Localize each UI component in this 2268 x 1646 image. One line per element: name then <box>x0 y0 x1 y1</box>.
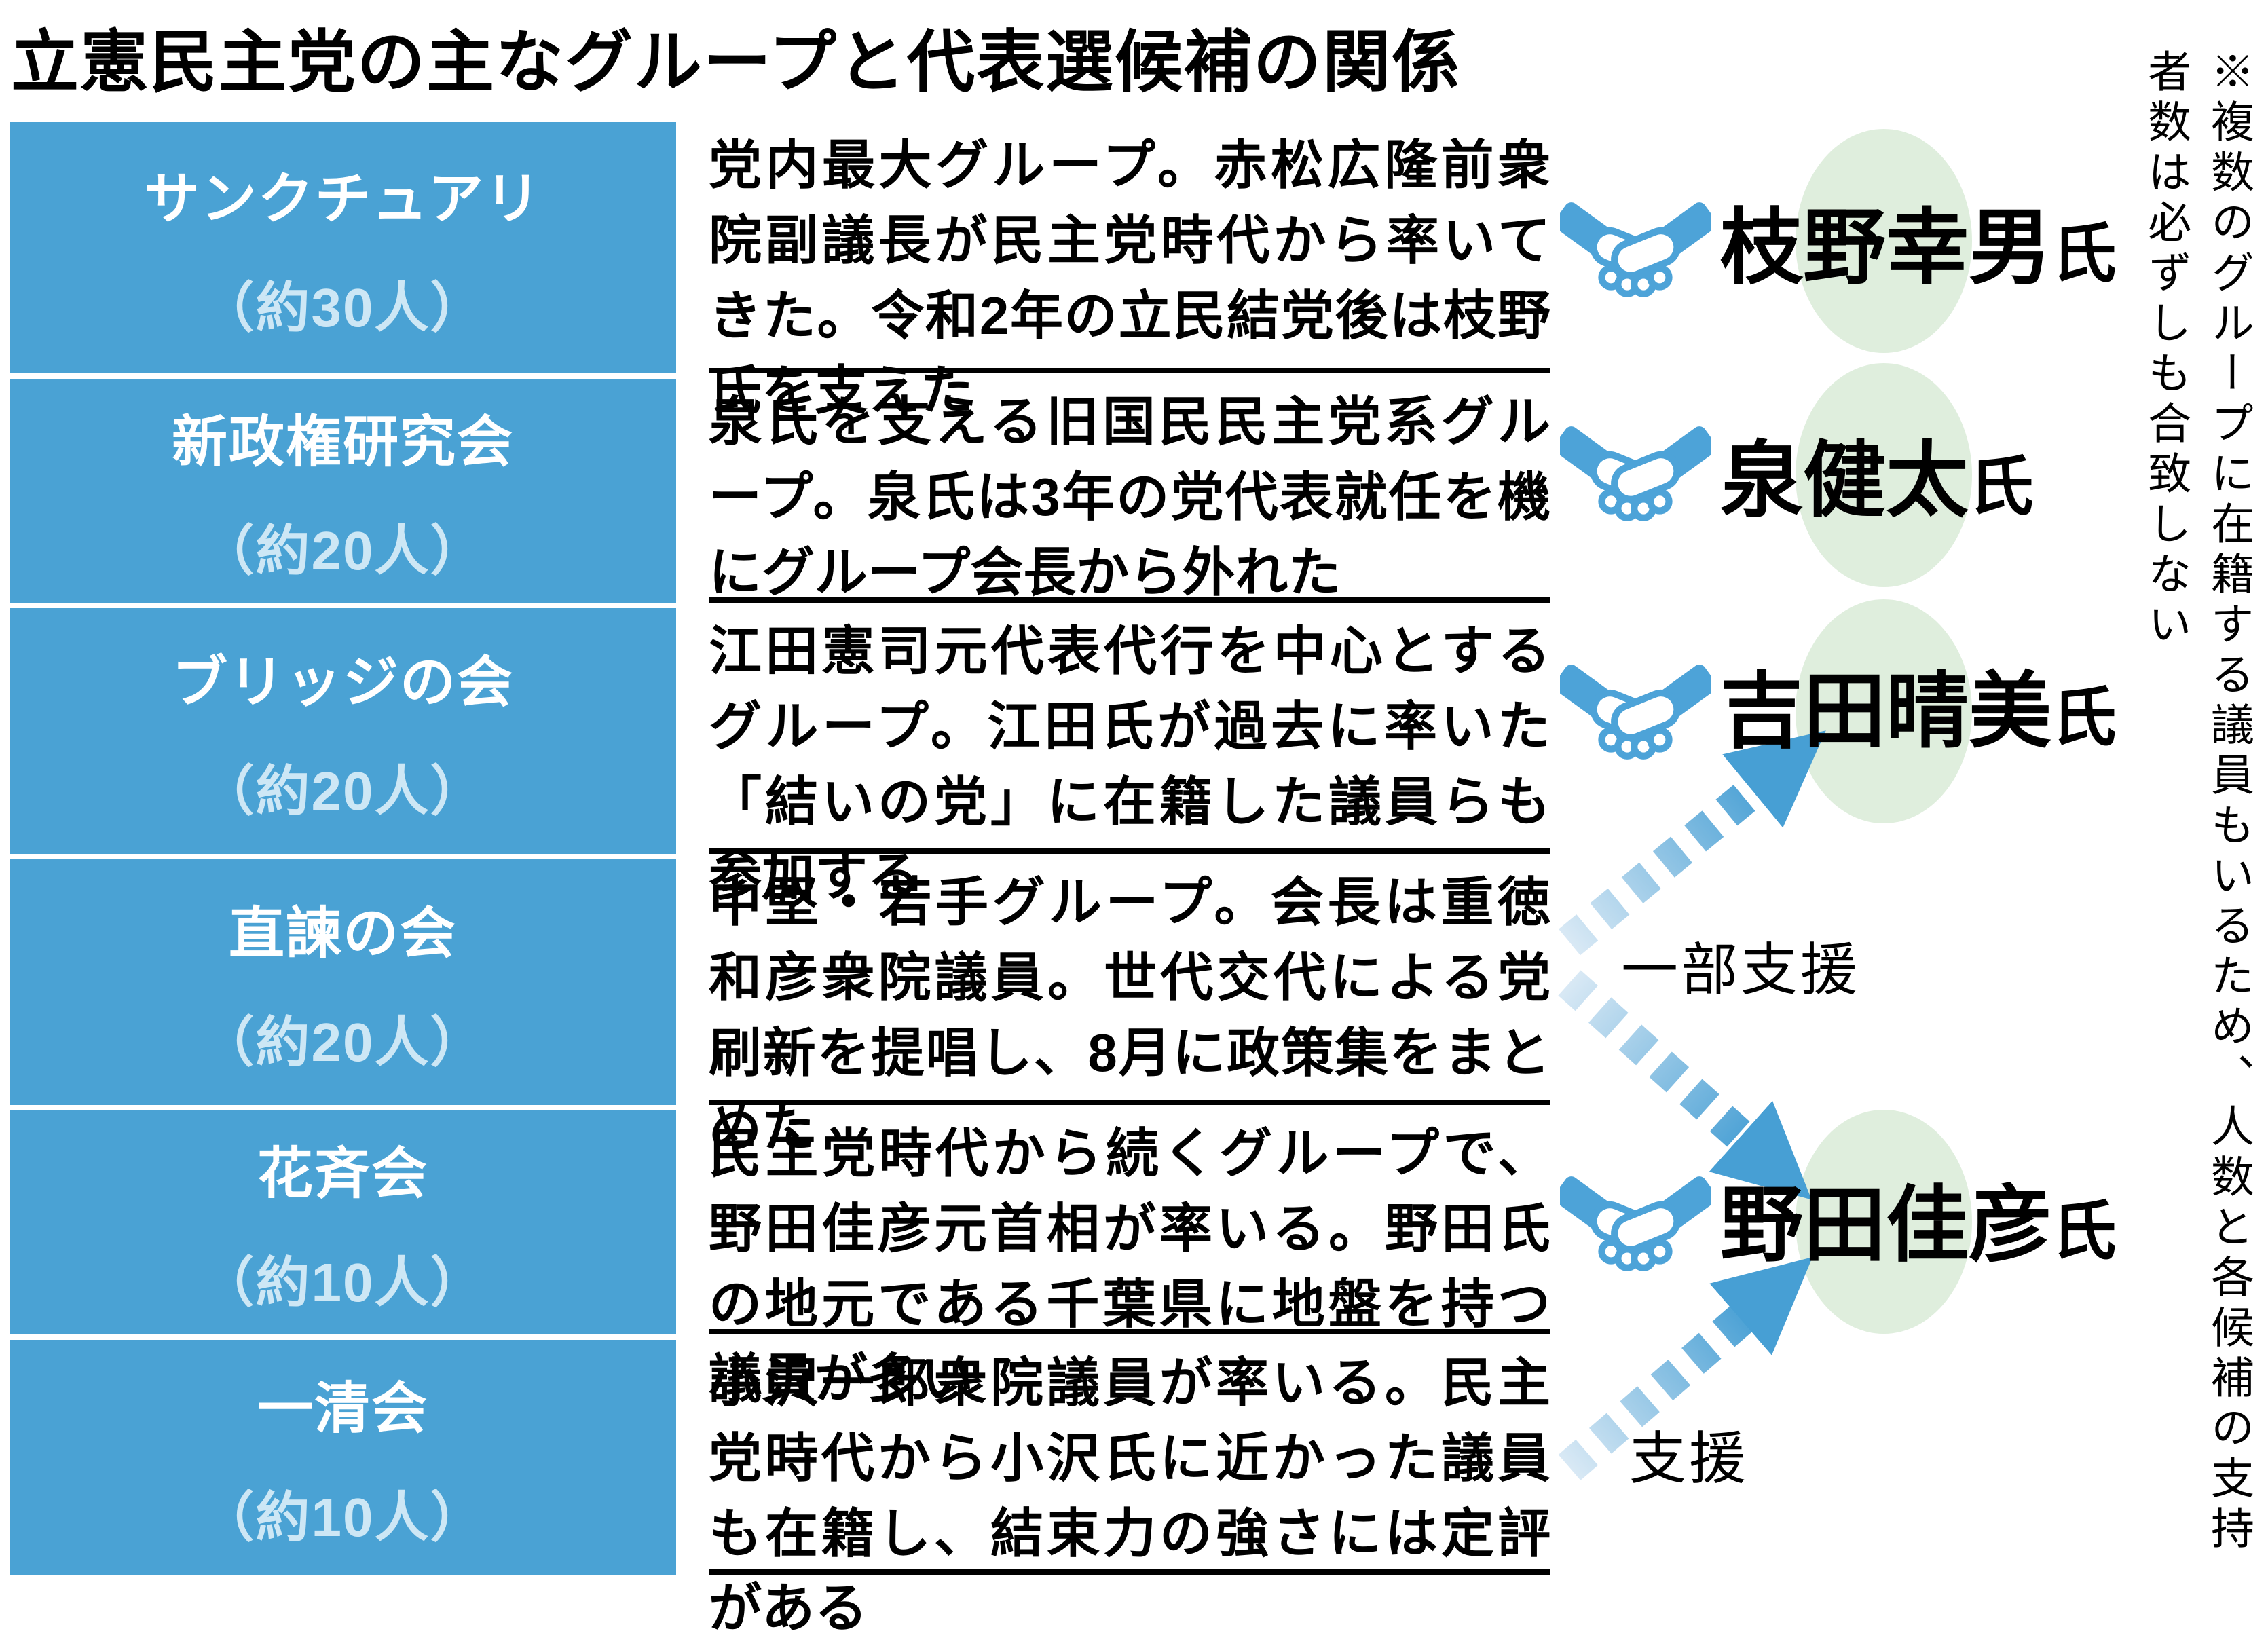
group-table: サンクチュアリ （約30人） 党内最大グループ。赤松広隆前衆院副議長が民主党時代… <box>10 122 1550 1638</box>
candidate-name-text: 枝野幸男 <box>1720 202 2051 294</box>
group-member-count: （約10人） <box>200 1486 486 1548</box>
table-row: 一清会 （約10人） 小沢一郎衆院議員が率いる。民主党時代から小沢氏に近かった議… <box>10 1340 1550 1638</box>
candidate-name-text: 野田佳彦 <box>1720 1179 2051 1271</box>
honorific: 氏 <box>2051 681 2117 754</box>
support-label: 支援 <box>1629 1428 1749 1491</box>
group-description: 中堅・若手グループ。会長は重徳和彦衆院議員。世代交代による党刷新を提唱し、8月に… <box>709 859 1550 1157</box>
group-box-bridge: ブリッジの会 （約20人） <box>10 608 676 854</box>
group-description: 泉氏を支える旧国民民主党系グループ。泉氏は3年の党代表就任を機にグループ会長から… <box>709 379 1550 603</box>
candidate-circle <box>1796 129 1972 353</box>
group-box-isseikai: 一清会 （約10人） <box>10 1340 676 1575</box>
candidate-name-yoshida: 吉田晴美氏 <box>1720 662 2117 761</box>
group-description: 党内最大グループ。赤松広隆前衆院副議長が民主党時代から率いてきた。令和2年の立民… <box>709 122 1550 420</box>
handshake-icon <box>1560 426 1711 521</box>
candidate-circle <box>1796 1110 1972 1334</box>
group-name: 新政権研究会 <box>171 411 514 473</box>
honorific: 氏 <box>2051 1195 2117 1268</box>
handshake-icon <box>1560 665 1711 760</box>
group-description: 民主党時代から続くグループで、野田佳彦元首相が率いる。野田氏の地元である千葉県に… <box>709 1110 1550 1408</box>
candidate-name-text: 吉田晴美 <box>1720 665 2051 757</box>
candidate-name-edano: 枝野幸男氏 <box>1720 198 2117 297</box>
group-box-kaseikai: 花斉会 （約10人） <box>10 1110 676 1334</box>
group-description: 江田憲司元代表代行を中心とするグループ。江田氏が過去に率いた「結いの党」に在籍し… <box>709 608 1550 906</box>
group-name: 直諫の会 <box>228 902 457 965</box>
table-row: サンクチュアリ （約30人） 党内最大グループ。赤松広隆前衆院副議長が民主党時代… <box>10 122 1550 420</box>
candidate-name-noda: 野田佳彦氏 <box>1720 1176 2117 1275</box>
group-name: 花斉会 <box>257 1142 428 1205</box>
footnote: ※複数のグループに在籍する議員もいるため、人数と各候補の支持者数は必ずしも合致し… <box>2142 49 2253 1556</box>
group-member-count: （約20人） <box>200 1011 486 1072</box>
candidate-name-text: 泉健太 <box>1720 434 1969 527</box>
group-member-count: （約10人） <box>200 1252 486 1313</box>
group-description: 小沢一郎衆院議員が率いる。民主党時代から小沢氏に近かった議員も在籍し、結束力の強… <box>709 1340 1550 1638</box>
arrow-chokkan-to-yoshida <box>1559 730 1826 956</box>
table-row: ブリッジの会 （約20人） 江田憲司元代表代行を中心とするグループ。江田氏が過去… <box>10 608 1550 906</box>
partial-support-label: 一部支援 <box>1621 939 1861 1003</box>
honorific: 氏 <box>2051 218 2117 291</box>
arrow-chokkan-to-noda <box>1558 970 1812 1200</box>
group-member-count: （約20人） <box>200 520 486 581</box>
handshake-icon <box>1560 202 1711 297</box>
handshake-icon <box>1560 1176 1711 1271</box>
candidate-circle <box>1796 363 1972 587</box>
group-name: ブリッジの会 <box>171 651 514 713</box>
group-name: サンクチュアリ <box>143 168 542 230</box>
infographic-cdp-groups: { "title": "立憲民主党の主なグループと代表選候補の関係", "col… <box>10 24 2253 1639</box>
group-member-count: （約20人） <box>200 760 486 821</box>
table-row: 花斉会 （約10人） 民主党時代から続くグループで、野田佳彦元首相が率いる。野田… <box>10 1110 1550 1408</box>
honorific: 氏 <box>1969 451 2034 523</box>
group-member-count: （約30人） <box>200 277 486 338</box>
page-title: 立憲民主党の主なグループと代表選候補の関係 <box>11 24 1461 100</box>
table-row: 直諫の会 （約20人） 中堅・若手グループ。会長は重徳和彦衆院議員。世代交代によ… <box>10 859 1550 1157</box>
group-name: 一清会 <box>257 1377 428 1440</box>
group-box-chokkan: 直諫の会 （約20人） <box>10 859 676 1105</box>
candidate-name-izumi: 泉健太氏 <box>1720 431 2034 530</box>
group-box-shinseiken: 新政権研究会 （約20人） <box>10 379 676 603</box>
group-box-sanctuary: サンクチュアリ （約30人） <box>10 122 676 373</box>
table-row: 新政権研究会 （約20人） 泉氏を支える旧国民民主党系グループ。泉氏は3年の党代… <box>10 379 1550 603</box>
